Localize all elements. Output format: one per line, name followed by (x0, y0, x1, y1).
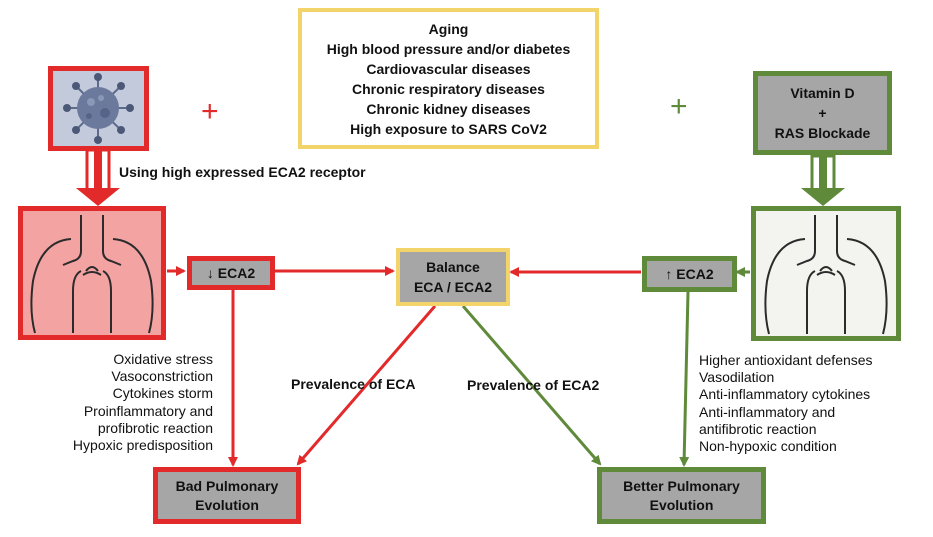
bad-outcome-line: Evolution (195, 496, 259, 513)
lung-icon (30, 215, 154, 334)
virus-box (48, 66, 149, 151)
bad-outcome-box: Bad Pulmonary Evolution (153, 467, 301, 524)
prevalence-eca2-label: Prevalence of ECA2 (467, 377, 600, 393)
lung-icon (764, 215, 888, 335)
good-effect-item: Higher antioxidant defenses (699, 352, 873, 368)
risk-factor: High exposure to SARS CoV2 (350, 120, 547, 137)
protective-arrow (801, 154, 845, 206)
balance-box: Balance ECA / ECA2 (396, 248, 510, 306)
good-outcome-line: Evolution (649, 496, 714, 513)
protective-factors-box: Vitamin D + RAS Blockade (753, 71, 892, 155)
low-eca2-label: ↓ ECA2 (206, 265, 256, 281)
risk-factors-box: Aging High blood pressure and/or diabete… (298, 8, 599, 149)
bad-effect-item: Oxidative stress (113, 351, 213, 367)
balance-line: Balance (426, 259, 480, 275)
bad-effect-item: Vasoconstriction (111, 368, 213, 385)
good-outcome-box: Better Pulmonary Evolution (597, 467, 766, 524)
infected-lung-box (18, 206, 166, 340)
balance-line: ECA / ECA2 (413, 279, 493, 295)
bad-effect-item: Proinflammatory and (83, 402, 213, 419)
bad-effect-item: Cytokines storm (112, 385, 213, 402)
good-effects-list: Higher antioxidant defenses Vasodilation… (699, 352, 914, 455)
good-effect-item: Anti-inflammatory cytokines (699, 386, 871, 403)
virus-entry-arrow (76, 148, 120, 206)
risk-factor: Cardiovascular diseases (366, 60, 531, 77)
risk-factor: High blood pressure and/or diabetes (326, 40, 571, 57)
risk-factor: Chronic respiratory diseases (352, 80, 545, 97)
right-plus-sign: + (670, 90, 688, 123)
bad-effect-item: profibrotic reaction (97, 419, 213, 436)
bad-effect-item: Hypoxic predisposition (72, 437, 213, 454)
good-effect-item: Vasodilation (699, 369, 775, 386)
good-effect-item: Non-hypoxic condition (699, 438, 837, 455)
prevalence-eca-label: Prevalence of ECA (291, 376, 416, 392)
protective-line: RAS Blockade (774, 125, 871, 141)
good-effect-item: antifibrotic reaction (699, 420, 817, 437)
virus-entry-label: Using high expressed ECA2 receptor (119, 164, 366, 180)
bad-outcome-line: Bad Pulmonary (175, 477, 279, 494)
balance-to-bad-outcome-arrow (296, 305, 437, 466)
high-eca2-to-good-outcome-arrow (679, 291, 690, 467)
risk-factor: Aging (428, 20, 469, 37)
bad-effects-list: Oxidative stress Vasoconstriction Cytoki… (43, 351, 213, 454)
protected-lung-box (751, 206, 901, 341)
high-eca2-label: ↑ ECA2 (665, 266, 714, 282)
protective-line: + (818, 105, 827, 121)
high-eca2-box: ↑ ECA2 (642, 256, 737, 292)
protective-line: Vitamin D (790, 85, 855, 101)
low-eca2-box: ↓ ECA2 (187, 256, 275, 290)
good-outcome-line: Better Pulmonary (623, 477, 740, 494)
risk-factor: Chronic kidney diseases (366, 100, 531, 117)
virus-icon (53, 71, 144, 146)
good-effect-item: Anti-inflammatory and (699, 403, 836, 420)
left-plus-sign: + (201, 95, 219, 128)
balance-to-good-outcome-arrow (461, 305, 602, 466)
